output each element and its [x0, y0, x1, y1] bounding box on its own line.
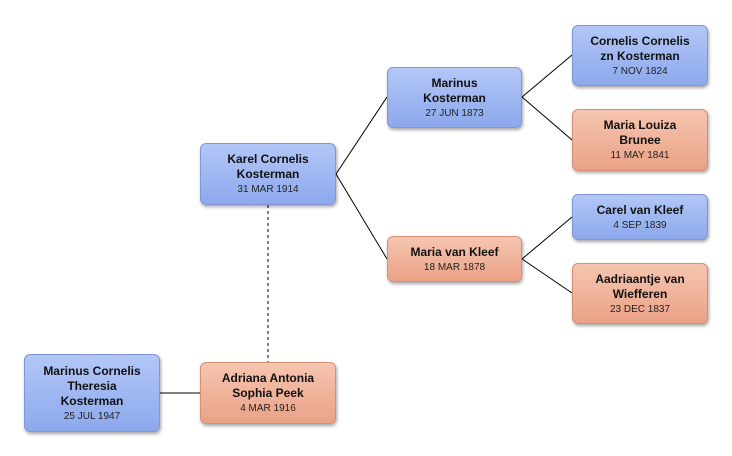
person-card-paternal-grandmother[interactable]: Maria van Kleef 18 MAR 1878 — [387, 236, 522, 282]
person-birth-date: 4 MAR 1916 — [240, 403, 296, 414]
person-name: Maria Louiza Brunee — [603, 118, 677, 147]
person-name: Carel van Kleef — [596, 202, 684, 217]
person-name: Adriana Antonia Sophia Peek — [221, 371, 315, 400]
person-card-paternal-grandfather[interactable]: Marinus Kosterman 27 JUN 1873 — [387, 67, 522, 128]
person-birth-date: 27 JUN 1873 — [425, 107, 484, 119]
person-name: Cornelis Cornelis zn Kosterman — [590, 33, 690, 63]
person-birth-date: 23 DEC 1837 — [609, 303, 671, 315]
person-name: Aadriaantje van Wiefferen — [595, 271, 685, 301]
person-card-great-grandmother-2[interactable]: Aadriaantje van Wiefferen 23 DEC 1837 — [572, 263, 708, 324]
connector-pgf-mother — [521, 96, 573, 141]
connector-father-pgm — [335, 173, 388, 260]
person-birth-date: 25 JUL 1947 — [63, 410, 121, 422]
person-birth-date: 11 MAY 1841 — [610, 150, 670, 161]
person-card-mother[interactable]: Adriana Antonia Sophia Peek 4 MAR 1916 — [200, 362, 336, 424]
connector-father-pgf — [335, 96, 388, 175]
person-birth-date: 18 MAR 1878 — [423, 261, 486, 273]
person-birth-date: 4 SEP 1839 — [613, 219, 667, 231]
person-name: Marinus Kosterman — [423, 75, 486, 105]
person-name: Karel Cornelis Kosterman — [227, 152, 309, 181]
person-name: Marinus Cornelis Theresia Kosterman — [43, 363, 141, 408]
person-birth-date: 7 NOV 1824 — [612, 65, 668, 77]
person-card-great-grandmother-1[interactable]: Maria Louiza Brunee 11 MAY 1841 — [572, 109, 708, 171]
connector-pgm-father — [521, 216, 573, 260]
person-card-father[interactable]: Karel Cornelis Kosterman 31 MAR 1914 — [200, 143, 336, 205]
person-card-root[interactable]: Marinus Cornelis Theresia Kosterman 25 J… — [24, 354, 160, 432]
person-card-great-grandfather-2[interactable]: Carel van Kleef 4 SEP 1839 — [572, 194, 708, 240]
connector-pgf-father — [521, 54, 573, 98]
person-card-great-grandfather-1[interactable]: Cornelis Cornelis zn Kosterman 7 NOV 182… — [572, 25, 708, 86]
person-birth-date: 31 MAR 1914 — [237, 184, 299, 195]
connector-pgm-mother — [521, 258, 573, 294]
person-name: Maria van Kleef — [410, 244, 499, 259]
